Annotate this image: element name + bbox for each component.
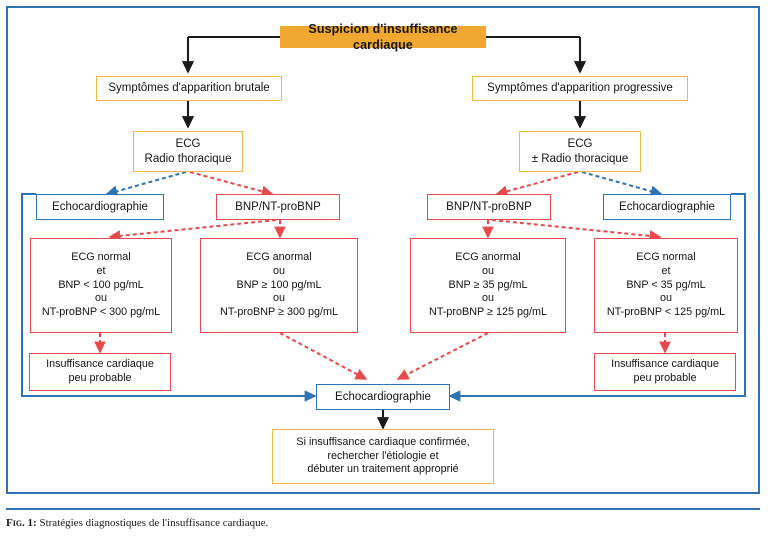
caption-divider [6,508,760,510]
node-left-echocardiographie: Echocardiographie [36,194,164,220]
node-right-workup: ECG ± Radio thoracique [519,131,641,172]
node-right-criteria-positive: ECG anormal ou BNP ≥ 35 pg/mL ou NT-proB… [410,238,566,333]
node-right-unlikely: Insuffisance cardiaque peu probable [594,353,736,391]
figure-caption-body: Stratégies diagnostiques de l'insuffisan… [39,517,269,529]
node-left-symptoms: Symptômes d'apparition brutale [96,76,282,101]
node-right-bnp: BNP/NT-proBNP [427,194,551,220]
node-left-bnp: BNP/NT-proBNP [216,194,340,220]
node-left-workup: ECG Radio thoracique [133,131,243,172]
node-suspicion-title: Suspicion d'insuffisance cardiaque [280,22,486,52]
node-left-unlikely: Insuffisance cardiaque peu probable [29,353,171,391]
node-left-criteria-negative: ECG normal et BNP < 100 pg/mL ou NT-proB… [30,238,172,333]
node-final-echocardiographie: Echocardiographie [316,384,450,410]
node-right-criteria-negative: ECG normal et BNP < 35 pg/mL ou NT-proBN… [594,238,738,333]
node-left-criteria-positive: ECG anormal ou BNP ≥ 100 pg/mL ou NT-pro… [200,238,358,333]
figure-caption: Fig. 1: Stratégies diagnostiques de l'in… [6,517,760,529]
node-right-symptoms: Symptômes d'apparition progressive [472,76,688,101]
node-management: Si insuffisance cardiaque confirmée, rec… [272,429,494,484]
figure-number: Fig. 1: [6,517,37,529]
node-right-echocardiographie: Echocardiographie [603,194,731,220]
